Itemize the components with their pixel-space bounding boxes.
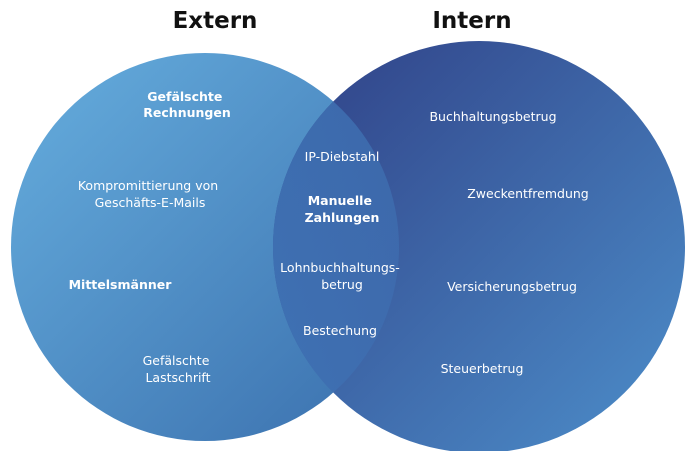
label-mittelsmaenner: Mittelsmänner (69, 277, 173, 292)
label-kompromittierung: Kompromittierung von Geschäfts-E-Mails (78, 178, 222, 210)
label-ip-diebstahl: IP-Diebstahl (305, 149, 380, 164)
label-lohnbuchhaltungsbetrug: Lohnbuchhaltungs- betrug (280, 260, 404, 292)
heading-intern: Intern (432, 8, 511, 34)
label-manuelle-zahlungen: Manuelle Zahlungen (305, 193, 380, 225)
internal-labels: Buchhaltungsbetrug Zweckentfremdung Vers… (429, 109, 588, 376)
circle-intern (273, 41, 685, 451)
label-bestechung: Bestechung (303, 323, 377, 338)
label-buchhaltungsbetrug: Buchhaltungsbetrug (429, 109, 556, 124)
external-labels: Gefälschte Rechnungen Kompromittierung v… (69, 89, 231, 385)
label-falsche-rechnungen: Gefälschte Rechnungen (143, 89, 230, 120)
heading-extern: Extern (173, 8, 258, 34)
label-steuerbetrug: Steuerbetrug (441, 361, 524, 376)
label-versicherungsbetrug: Versicherungsbetrug (447, 279, 577, 294)
overlap-labels: IP-Diebstahl Manuelle Zahlungen Lohnbuch… (280, 149, 404, 338)
label-gefaelschte-lastschrift: Gefälschte Lastschrift (143, 353, 214, 385)
label-zweckentfremdung: Zweckentfremdung (467, 186, 589, 201)
